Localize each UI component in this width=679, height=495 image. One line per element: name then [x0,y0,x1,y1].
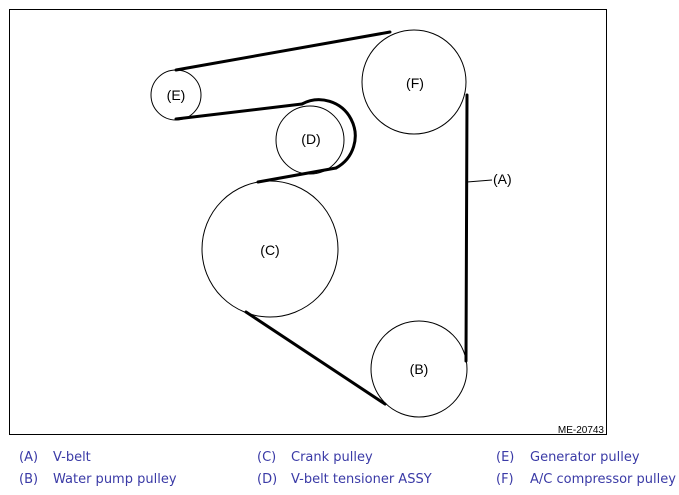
legend-key: (D) [257,472,278,487]
legend-text: V-belt tensioner ASSY [291,472,432,487]
v-belt [174,30,469,406]
label-f: (F) [406,75,424,91]
legend-key: (E) [496,450,515,465]
pulley-f-circle [361,29,467,135]
legend-key: (F) [496,472,514,487]
legend: (A) V-belt (B) Water pump pulley (C) Cra… [0,446,679,494]
label-e: (E) [167,87,186,103]
legend-key: (B) [19,472,39,487]
legend-text: A/C compressor pulley [530,472,676,487]
label-c: (C) [260,242,279,258]
label-a: (A) [493,171,512,187]
legend-text: Water pump pulley [53,472,177,487]
legend-key: (C) [257,450,277,465]
pulley-b-circle [370,320,468,418]
legend-text: V-belt [53,450,91,465]
label-b: (B) [410,361,429,377]
diagram-canvas: (F) (E) (D) (C) (B) (A) ME-20743 [150,29,605,436]
belt-routing-diagram: (F) (E) (D) (C) (B) (A) ME-20743 [9,9,607,436]
legend-key: (A) [19,450,39,465]
belt-leader-line [466,179,493,183]
label-d: (D) [301,131,320,147]
legend-text: Generator pulley [530,450,640,465]
legend-text: Crank pulley [291,450,373,465]
figure-id: ME-20743 [558,425,605,436]
